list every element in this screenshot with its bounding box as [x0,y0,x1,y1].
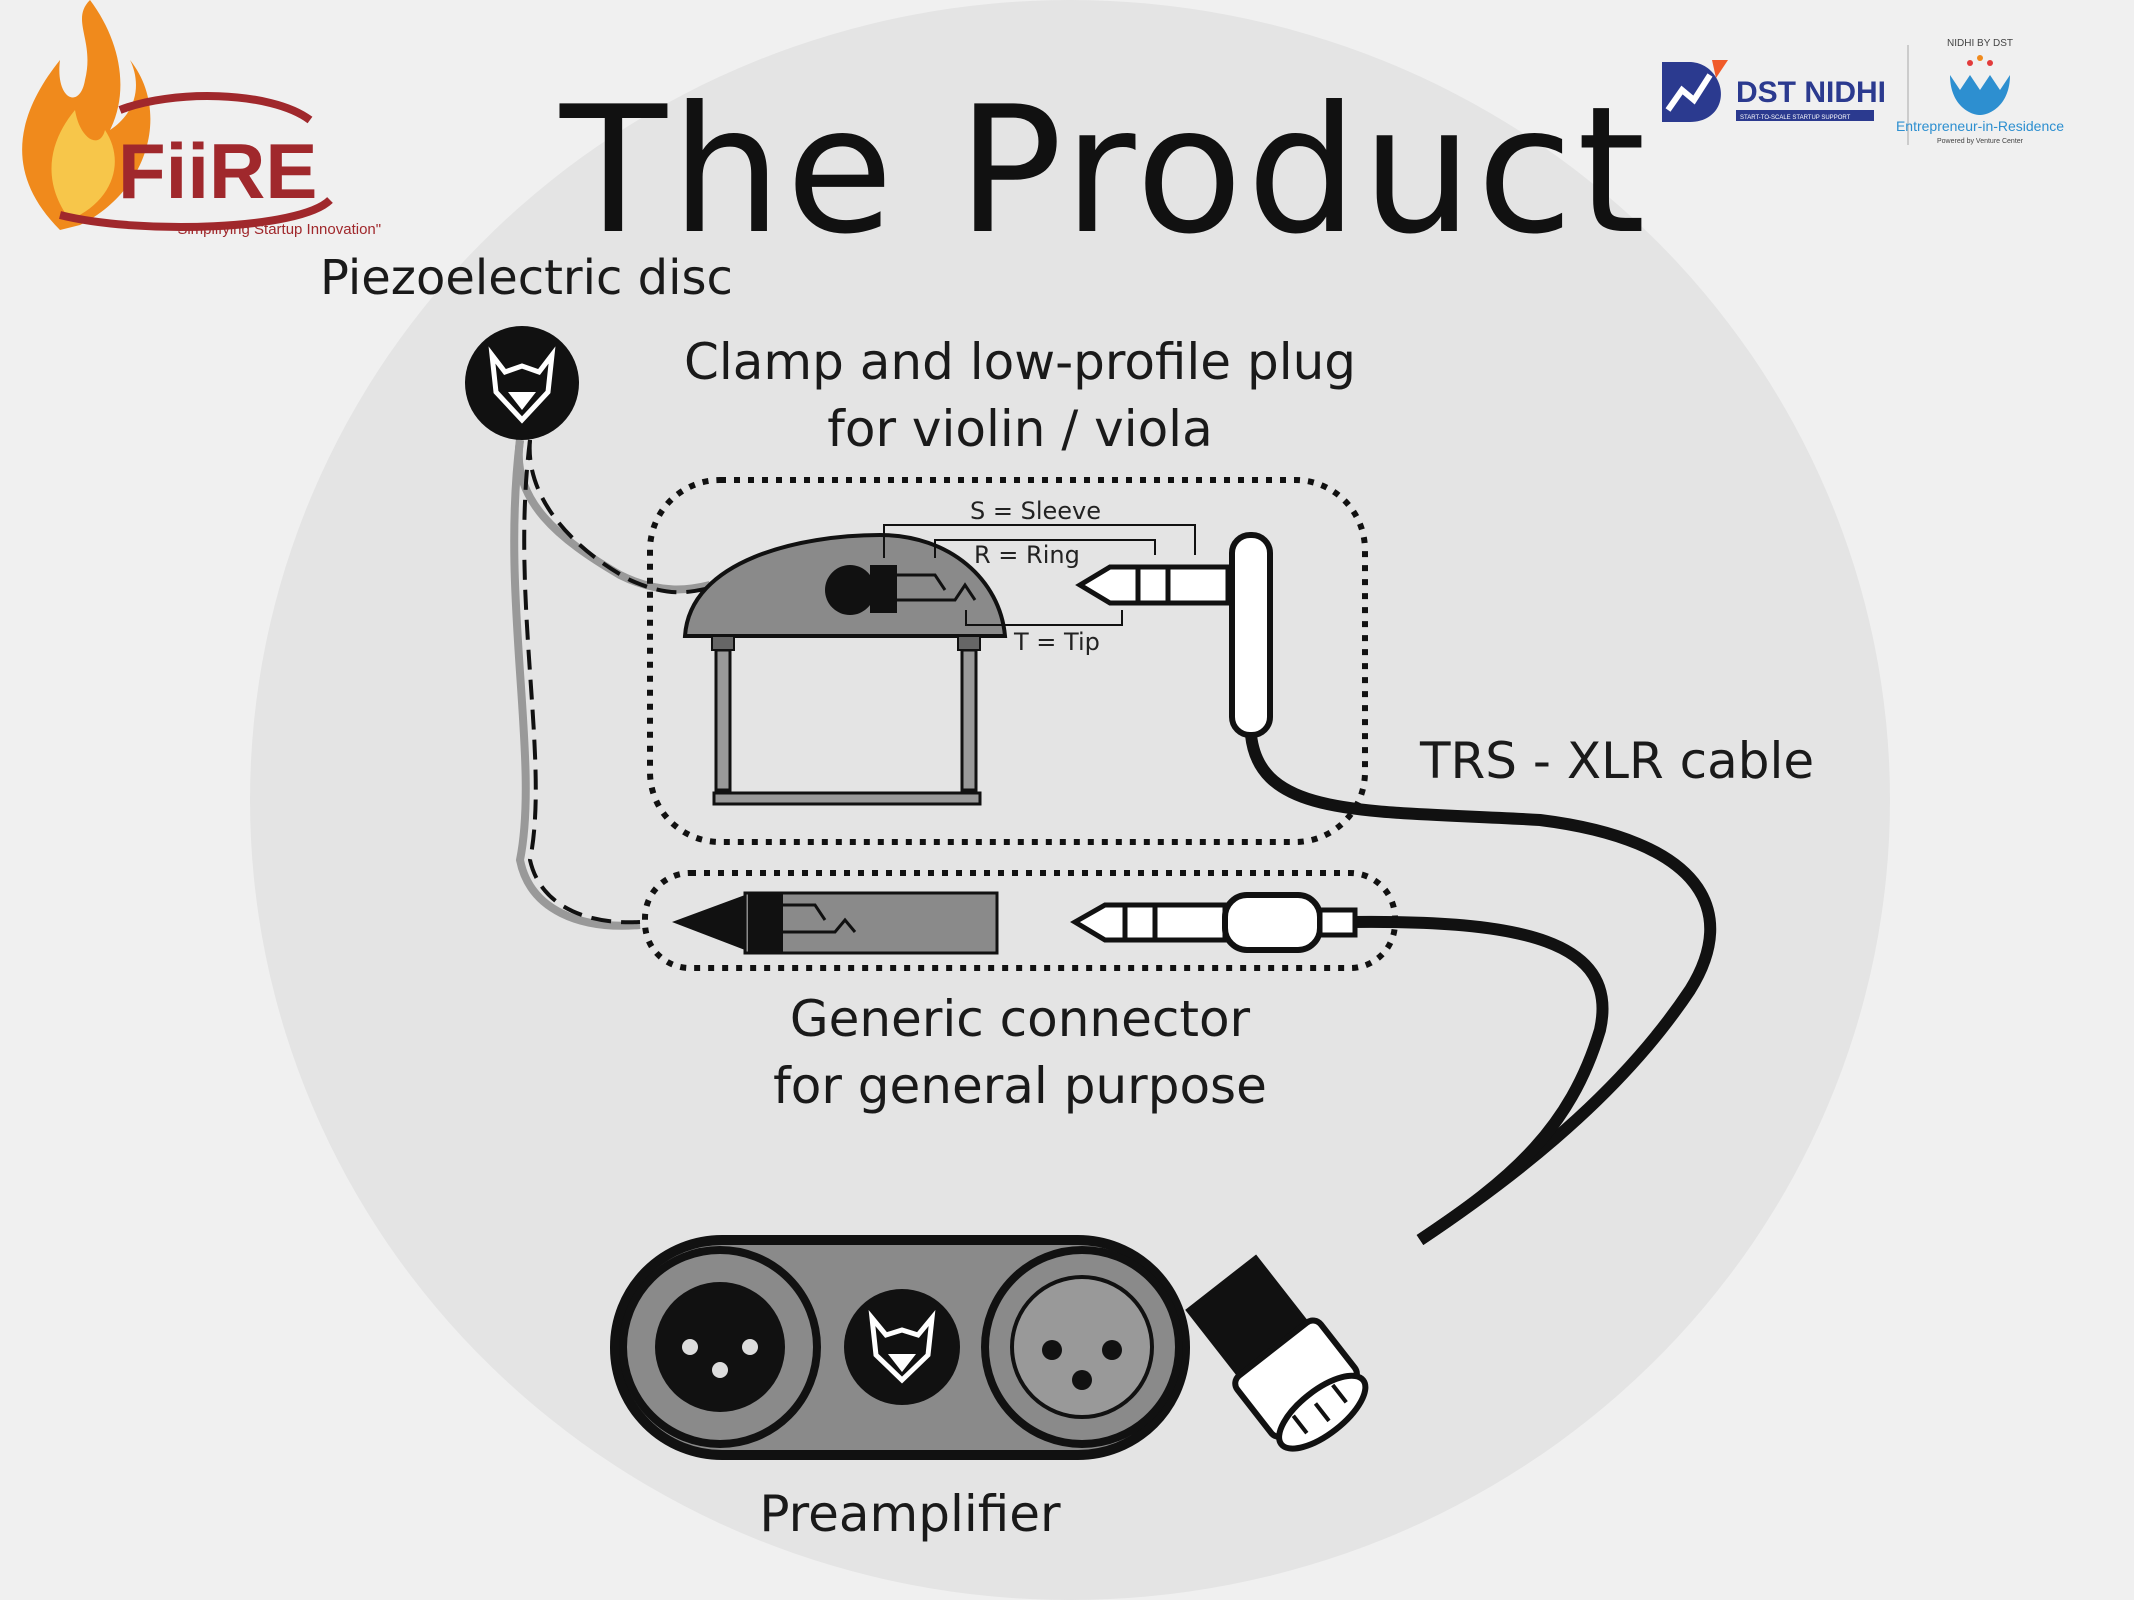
xlr-plug [1185,1254,1369,1452]
violin-clamp [682,532,1008,806]
sleeve-label: S = Sleeve [970,497,1101,525]
eir-logo: NIDHI BY DST Entrepreneur-in-Residence P… [1896,38,2064,145]
clamp-group-box [647,477,1368,845]
eir-top-label: NIDHI BY DST [1947,38,2013,49]
eir-name-label: Entrepreneur-in-Residence [1896,118,2064,134]
dst-nidhi-logo: DST NIDHI START-TO-SCALE STARTUP SUPPORT [1662,60,1886,122]
tip-label: T = Tip [1013,628,1100,656]
eir-sub-label: Powered by Venture Center [1937,138,2024,145]
generic-connector-box [642,870,1398,971]
piezo-disc [465,326,579,440]
ring-label: R = Ring [974,541,1080,569]
page-title: The Product [560,70,1650,273]
brand-tagline: "Simplifying Startup Innovation" [172,221,381,238]
clamp-label-line2: for violin / viola [827,400,1213,458]
preamp-label: Preamplifier [759,1485,1061,1543]
piezo-label: Piezoelectric disc [320,250,733,306]
fiire-logo: FiiRE "Simplifying Startup Innovation" [0,0,420,250]
trs-xlr-cable [1245,734,1717,1245]
brand-name: FiiRE [118,127,317,215]
clamp-label-line1: Clamp and low-profile plug [683,333,1357,391]
dst-sub-label: START-TO-SCALE STARTUP SUPPORT [1740,115,1851,121]
trs-right-angle-plug [1075,532,1273,738]
partner-logos: DST NIDHI START-TO-SCALE STARTUP SUPPORT… [1650,30,2130,160]
straight-trs-plug [1070,892,1358,953]
trs-legend: S = Sleeve R = Ring T = Tip [883,497,1196,656]
generic-jack [672,891,999,955]
preamplifier [610,1235,1190,1460]
generic-label-line2: for general purpose [773,1057,1267,1115]
cable-label: TRS - XLR cable [1420,732,1815,790]
generic-label-line1: Generic connector [789,990,1251,1048]
dst-label: DST NIDHI [1736,76,1886,109]
